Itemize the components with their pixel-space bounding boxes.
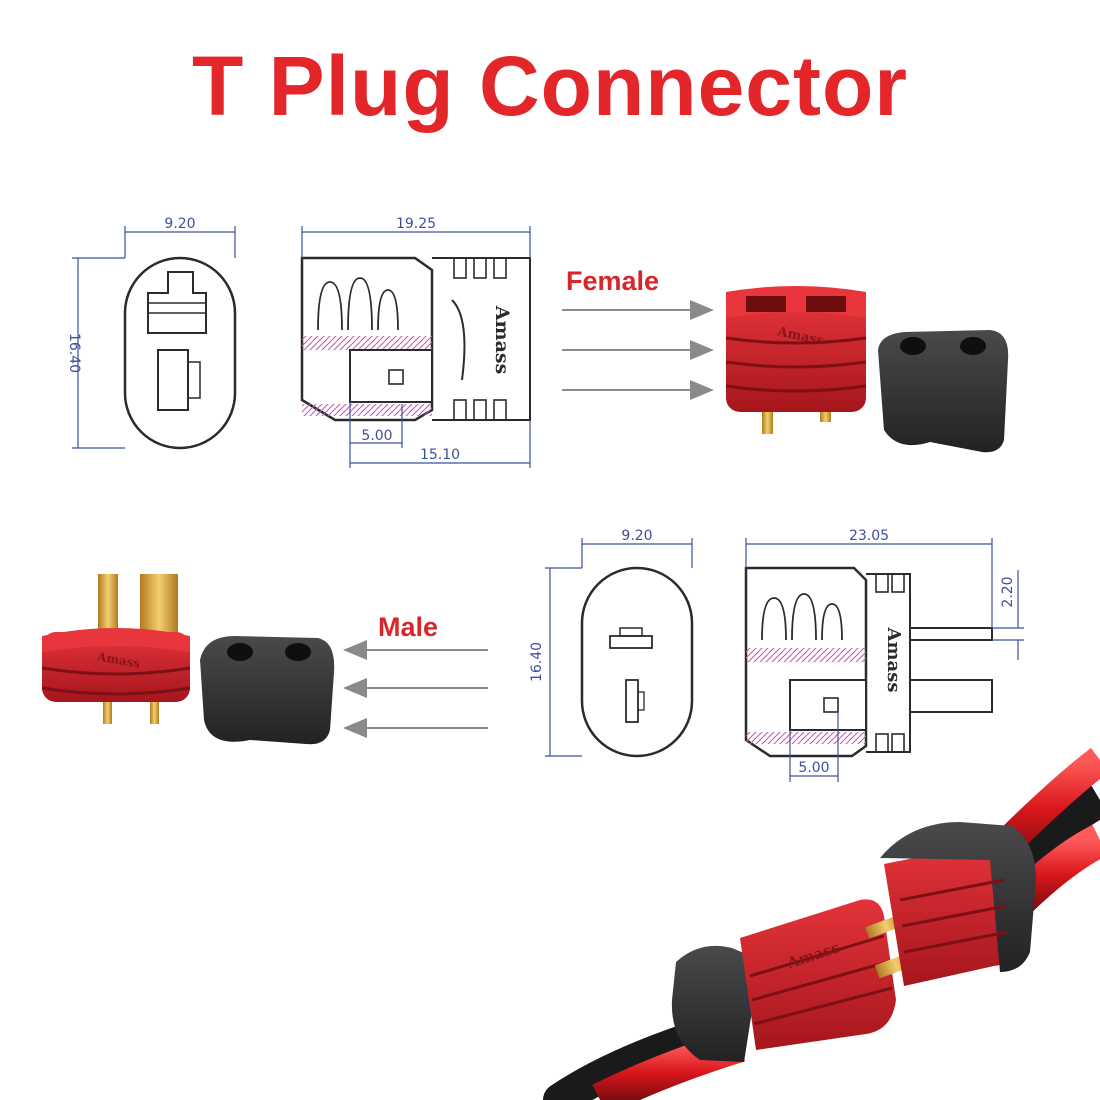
male-width-dim: 9.20 bbox=[621, 528, 652, 544]
female-side-mark: Amass bbox=[491, 305, 513, 375]
male-connector-photo: Amass bbox=[41, 574, 335, 745]
mated-connector-photo: Amass bbox=[543, 748, 1100, 1100]
male-front-view: 9.20 16.40 bbox=[529, 528, 694, 758]
female-width-dim: 9.20 bbox=[164, 216, 195, 232]
female-pin-offset-dim: 5.00 bbox=[361, 428, 392, 444]
male-side-mark: Amass bbox=[883, 627, 904, 693]
female-side-view: Amass 19.25 5.00 15.10 bbox=[300, 216, 531, 468]
male-arrows bbox=[343, 640, 488, 738]
female-connector-photo: Amass bbox=[725, 286, 1009, 453]
male-pin-thickness-dim: 2.20 bbox=[1000, 576, 1016, 607]
female-body-length-dim: 15.10 bbox=[420, 447, 460, 463]
male-pin-offset-dim: 5.00 bbox=[798, 760, 829, 776]
female-top-slot bbox=[147, 271, 207, 334]
page-title: T Plug Connector bbox=[192, 39, 908, 133]
male-height-dim: 16.40 bbox=[529, 642, 545, 682]
female-length-dim: 19.25 bbox=[396, 216, 436, 232]
female-bottom-slot bbox=[157, 349, 189, 411]
female-front-view: 9.20 16.40 bbox=[66, 216, 237, 450]
male-length-dim: 23.05 bbox=[849, 528, 889, 544]
male-label: Male bbox=[378, 612, 439, 642]
female-label: Female bbox=[566, 266, 660, 296]
female-front-outline bbox=[123, 256, 237, 450]
female-arrows bbox=[562, 300, 714, 400]
male-blade-pin-top bbox=[909, 627, 993, 641]
male-blade-pin-bottom bbox=[909, 679, 993, 713]
male-side-view: Amass 23.05 2.20 5.00 bbox=[744, 528, 1024, 782]
female-height-dim: 16.40 bbox=[66, 333, 82, 373]
